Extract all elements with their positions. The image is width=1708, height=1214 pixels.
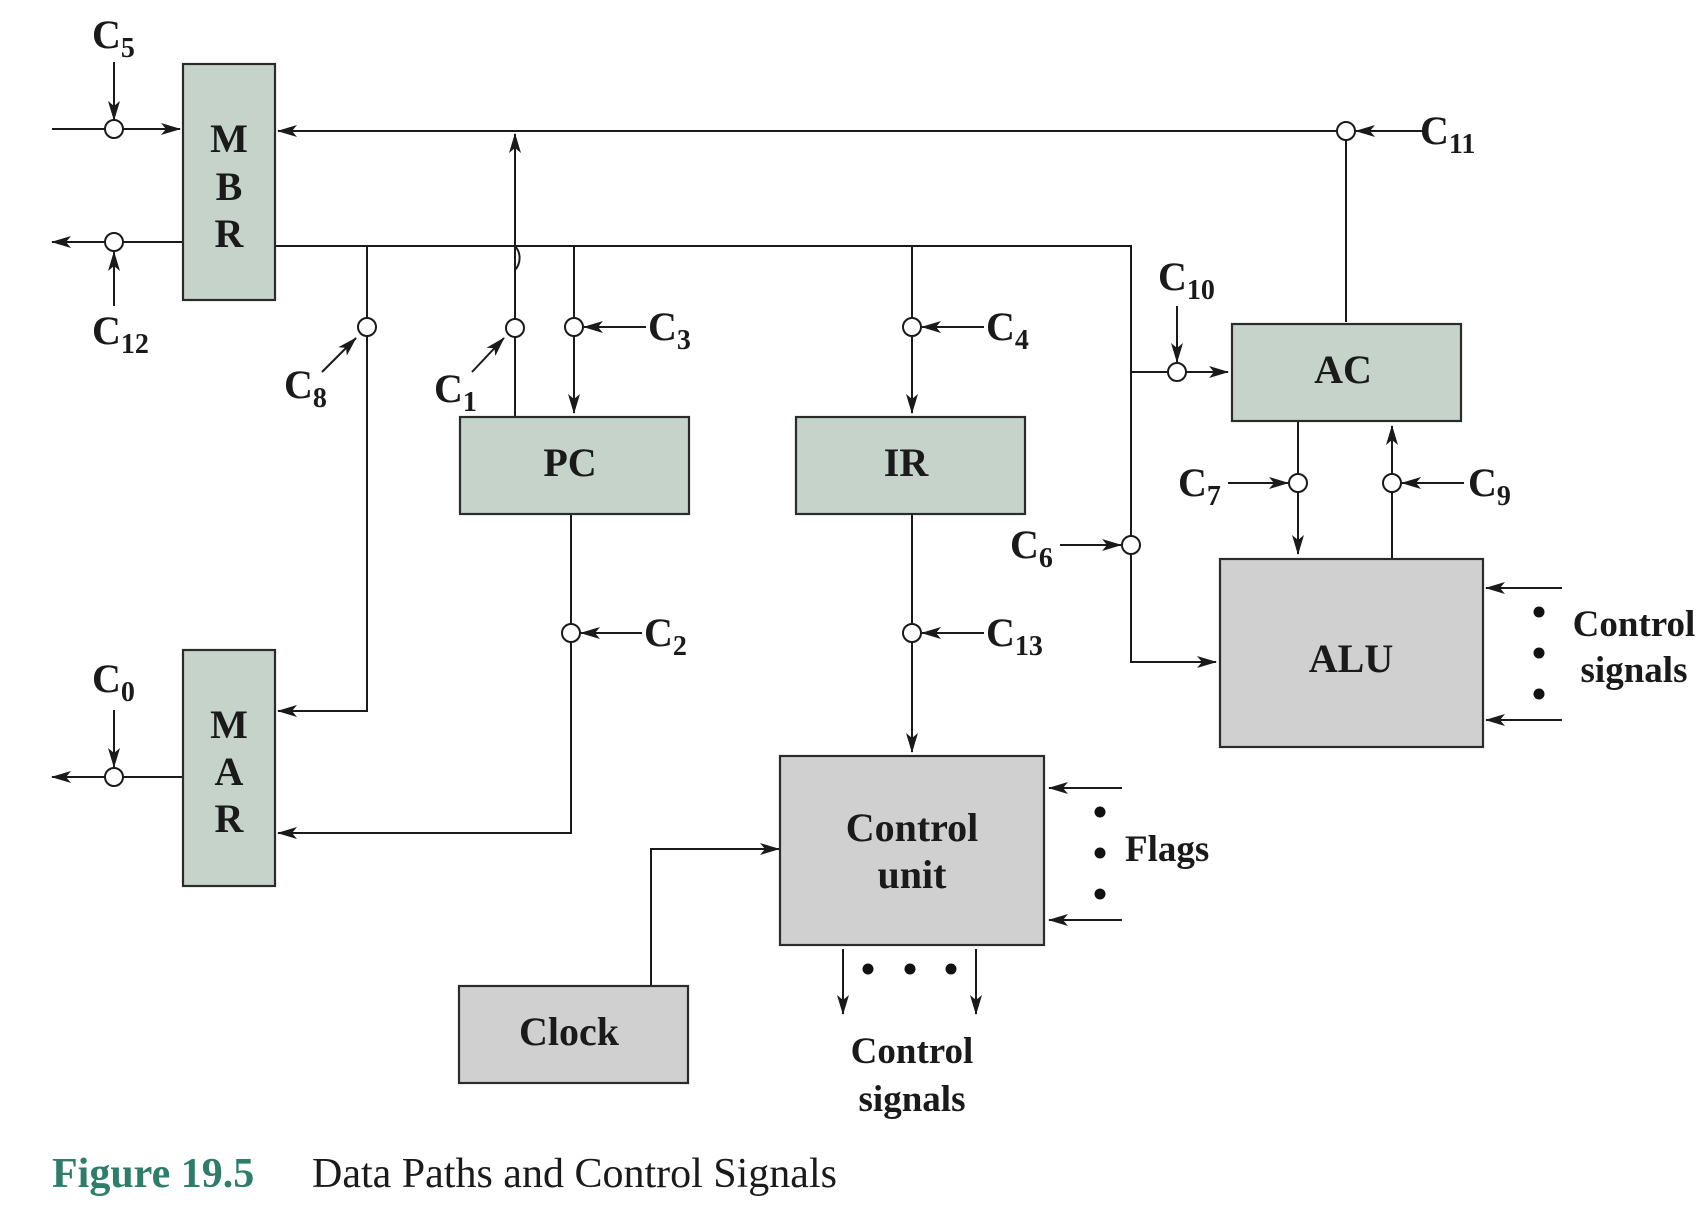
gate-c2 [561, 623, 581, 643]
label-c12: C12 [92, 308, 149, 360]
ac-label: AC [1314, 347, 1372, 392]
label-c5: C5 [92, 12, 135, 64]
box-control-unit: Control unit [778, 754, 1046, 947]
box-ac: AC [1230, 322, 1463, 423]
clock-label: Clock [519, 1009, 620, 1054]
ir-label: IR [884, 440, 930, 485]
flags-dot-2 [1094, 847, 1106, 859]
gate-c3 [564, 317, 584, 337]
box-ir: IR [794, 415, 1027, 516]
mar-letter-1: M [210, 702, 248, 747]
gate-c12 [104, 232, 124, 252]
alu-label: ALU [1309, 636, 1393, 681]
control-unit-label-line1: Control [846, 805, 979, 850]
cu-control-label-line1: Control [851, 1031, 974, 1072]
label-c1: C1 [434, 366, 477, 418]
alu-control-label-line1: Control [1573, 604, 1696, 645]
gate-c4 [902, 317, 922, 337]
label-c2: C2 [644, 610, 687, 662]
alu-control-signals: Control signals [1533, 604, 1696, 700]
box-mbr: M B R [181, 62, 277, 302]
cu-out-dot-1 [862, 963, 874, 975]
wire-pc-to-mar [278, 514, 572, 833]
mar-letter-3: R [215, 796, 245, 841]
gate-c11 [1336, 121, 1356, 141]
box-pc: PC [458, 415, 691, 516]
flags-dot-1 [1094, 806, 1106, 818]
flags-dot-3 [1094, 888, 1106, 900]
gate-c13 [902, 623, 922, 643]
gate-c7 [1288, 473, 1308, 493]
wire-mbr-bus-right [515, 245, 1132, 540]
wire-bus-to-mar [278, 246, 368, 711]
wire-bus-to-alu [1130, 550, 1217, 668]
alu-ctrl-dot-2 [1533, 647, 1545, 659]
gate-c6 [1121, 535, 1141, 555]
figure-number: Figure 19.5 [52, 1151, 254, 1197]
label-c6: C6 [1010, 522, 1053, 574]
mbr-letter-3: R [215, 211, 245, 256]
alu-ctrl-dot-3 [1533, 688, 1545, 700]
cu-control-label-line2: signals [859, 1079, 966, 1120]
flags-label: Flags [1125, 829, 1209, 870]
label-c10: C10 [1158, 254, 1215, 306]
control-unit-label-line2: unit [878, 852, 948, 897]
gate-c0 [104, 767, 124, 787]
box-mar: M A R [181, 648, 277, 888]
gate-c8 [357, 317, 377, 337]
signal-labels: C5 C12 C11 C8 C1 C3 C4 C10 C7 C9 C6 C2 C… [92, 12, 1511, 708]
gate-c10 [1167, 362, 1187, 382]
mbr-letter-1: M [210, 116, 248, 161]
figure-title: Data Paths and Control Signals [312, 1151, 837, 1197]
wire-c8-arrow [321, 337, 357, 373]
label-c9: C9 [1468, 460, 1511, 512]
label-c4: C4 [986, 304, 1029, 356]
label-c7: C7 [1178, 460, 1221, 512]
box-clock: Clock [457, 984, 690, 1085]
box-alu: ALU [1218, 557, 1485, 749]
alu-ctrl-dot-1 [1533, 606, 1545, 618]
gate-c5 [104, 119, 124, 139]
mbr-letter-2: B [216, 164, 243, 209]
alu-control-label-line2: signals [1581, 650, 1688, 691]
cu-out-dot-3 [945, 963, 957, 975]
label-c13: C13 [986, 610, 1043, 662]
wire-c1-arrow [471, 337, 505, 373]
cu-control-signals: Control signals [851, 963, 974, 1120]
gate-c9 [1382, 473, 1402, 493]
mar-letter-2: A [215, 749, 244, 794]
label-c3: C3 [648, 304, 691, 356]
wires [52, 62, 1562, 1015]
wire-mbr-bus [276, 245, 521, 271]
gate-c1 [505, 318, 525, 338]
figure-caption: Figure 19.5 Data Paths and Control Signa… [52, 1151, 837, 1197]
cu-out-dot-2 [904, 963, 916, 975]
label-c0: C0 [92, 656, 135, 708]
pc-label: PC [543, 440, 596, 485]
label-c11: C11 [1420, 108, 1475, 160]
gates [104, 119, 1402, 787]
wire-clock-to-cu [650, 843, 780, 987]
label-c8: C8 [284, 362, 327, 414]
flags-inputs: Flags [1094, 806, 1209, 900]
